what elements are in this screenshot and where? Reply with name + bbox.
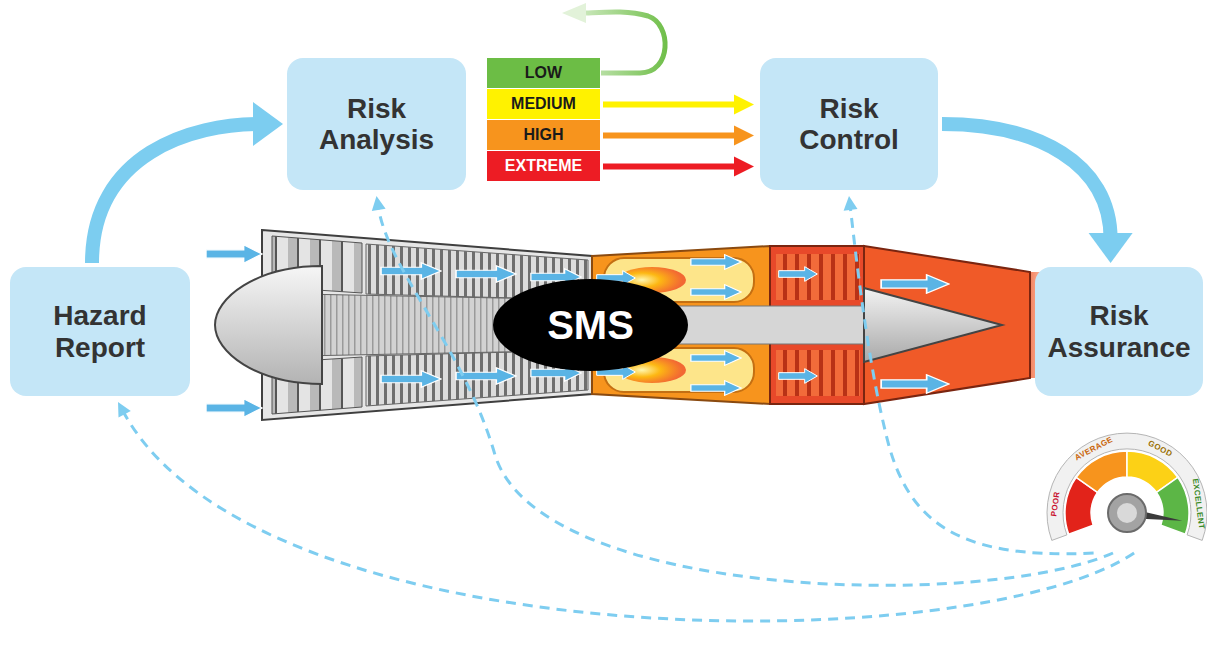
airflow-arrow bbox=[456, 368, 516, 385]
risk-level-arrow-head bbox=[734, 157, 754, 177]
risk-level-band: LOW bbox=[487, 58, 600, 89]
risk-level-label: EXTREME bbox=[491, 157, 596, 175]
feedback-arrow-head bbox=[118, 402, 131, 418]
gauge-ring bbox=[1047, 433, 1207, 540]
exhaust-cone bbox=[864, 288, 1002, 362]
risk-level-arrow-head bbox=[734, 95, 754, 115]
sms-hub: SMS bbox=[493, 279, 688, 371]
process-box: Risk Assurance bbox=[1035, 267, 1203, 396]
gauge-hub bbox=[1108, 494, 1146, 532]
box-label: Risk Assurance bbox=[1047, 300, 1191, 363]
feedback-arrow-line bbox=[123, 412, 1134, 621]
airflow-arrow bbox=[456, 266, 516, 283]
flow-arrow bbox=[92, 102, 283, 263]
gauge-segment bbox=[1157, 477, 1190, 534]
risk-level-arrow-line bbox=[603, 164, 738, 170]
risk-level-label: HIGH bbox=[491, 126, 596, 144]
feedback-arrow-head bbox=[372, 196, 386, 211]
risk-level-arrow bbox=[603, 126, 754, 146]
risk-level-band: HIGH bbox=[487, 120, 600, 151]
risk-level-arrow bbox=[603, 157, 754, 177]
exhaust-nozzle bbox=[864, 246, 1030, 404]
flow-arrow bbox=[942, 124, 1133, 263]
airflow-arrow bbox=[691, 255, 741, 270]
turbine-blades bbox=[776, 254, 860, 300]
risk-level-arrow-line bbox=[603, 133, 738, 139]
airflow-arrow bbox=[691, 351, 741, 366]
airflow-arrow bbox=[691, 285, 741, 300]
process-box: Risk Analysis bbox=[287, 58, 466, 190]
box-label: Risk Control bbox=[772, 93, 926, 156]
gauge-dial bbox=[1045, 428, 1207, 553]
feedback-arrow-line bbox=[378, 207, 1113, 585]
airflow-arrow bbox=[779, 369, 818, 384]
airflow-arrow bbox=[881, 275, 949, 293]
airflow-arrow bbox=[691, 381, 741, 396]
box-label: Risk Analysis bbox=[299, 93, 454, 156]
flow-arrow-head bbox=[1089, 233, 1133, 263]
hub-label: SMS bbox=[493, 305, 688, 345]
airflow-arrow bbox=[206, 245, 262, 263]
airflow-arrow bbox=[381, 263, 441, 280]
performance-gauge: POORAVERAGEGOODEXCELLENT bbox=[1045, 428, 1207, 553]
risk-level-arrow-line bbox=[603, 102, 738, 108]
airflow-arrow bbox=[881, 375, 949, 393]
gauge-hub-cap bbox=[1117, 503, 1137, 523]
risk-level-label: LOW bbox=[491, 64, 596, 82]
risk-level-arrow-head bbox=[734, 126, 754, 146]
feedback-arrow bbox=[372, 196, 1113, 585]
risk-level-label: MEDIUM bbox=[491, 95, 596, 113]
flow-arrow-line bbox=[942, 124, 1111, 239]
risk-level-arrow bbox=[603, 95, 754, 115]
spinner-nose bbox=[215, 266, 322, 384]
box-label: Hazard Report bbox=[22, 300, 178, 363]
process-box: Risk Control bbox=[760, 58, 938, 190]
feedback-arrow-head bbox=[844, 196, 858, 211]
airflow-arrow bbox=[206, 399, 262, 417]
airflow-arrow bbox=[381, 371, 441, 388]
process-box: Hazard Report bbox=[10, 267, 190, 396]
jet-engine bbox=[206, 230, 1060, 420]
airflow-arrow bbox=[779, 267, 818, 282]
risk-level-band: EXTREME bbox=[487, 151, 600, 182]
turbine-blades bbox=[776, 350, 860, 396]
low-risk-arrowhead bbox=[562, 3, 586, 23]
flow-arrow-head bbox=[253, 102, 283, 146]
feedback-arrow bbox=[118, 402, 1134, 621]
flow-arrow-line bbox=[92, 124, 259, 263]
risk-level-band: MEDIUM bbox=[487, 89, 600, 120]
